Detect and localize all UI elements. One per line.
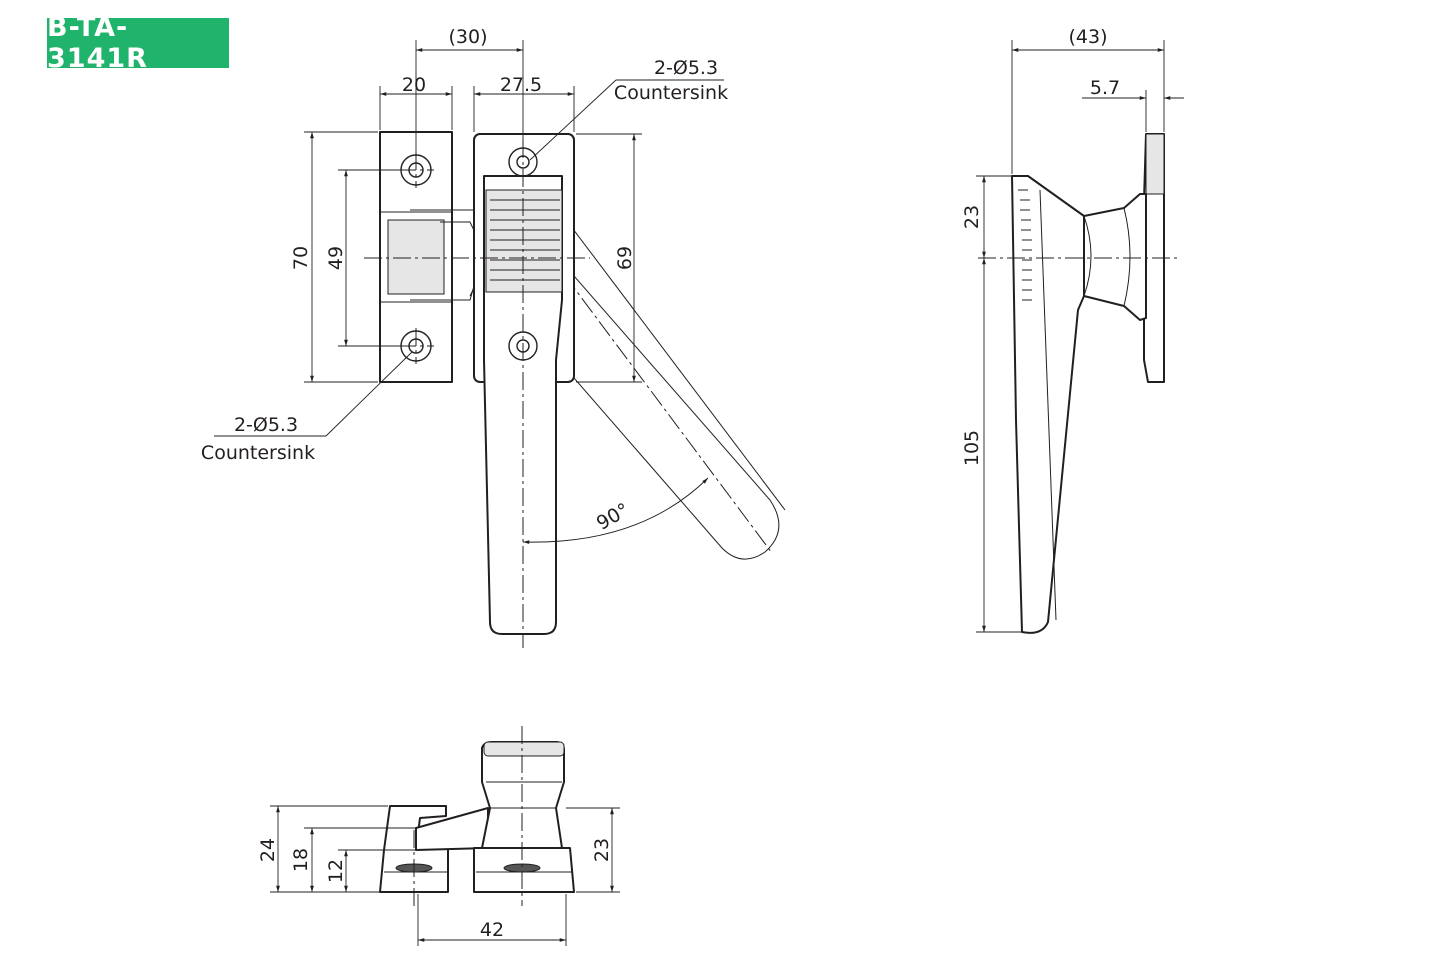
- dim-upper-length: 23: [961, 205, 983, 229]
- side-view: (43) 5.7 23 105: [961, 26, 1184, 634]
- dim-height-mid: 18: [290, 848, 312, 872]
- callout-upper-note: Countersink: [614, 82, 728, 104]
- callout-lower-note: Countersink: [201, 442, 315, 464]
- dim-base-height: 70: [290, 246, 312, 270]
- dim-handle-base-height: 69: [614, 246, 636, 270]
- bottom-view: 24 18 12 23 42: [257, 726, 620, 946]
- dim-hole-pitch: 49: [325, 246, 347, 270]
- dim-handle-length: 105: [961, 430, 983, 466]
- dim-overall-depth: (43): [1068, 26, 1107, 48]
- dim-base-width: 20: [402, 74, 426, 96]
- dim-base-thickness: 5.7: [1090, 77, 1120, 99]
- dim-height-low: 12: [325, 859, 347, 883]
- product-code-badge: B-TA-3141R: [47, 12, 229, 74]
- dim-overall-width: (30): [448, 26, 487, 48]
- callout-lower-holes: 2-Ø5.3: [234, 414, 298, 436]
- dim-hole-distance: 42: [480, 919, 504, 941]
- dim-rotation-angle: 90°: [593, 499, 633, 535]
- callout-upper-holes: 2-Ø5.3: [654, 57, 718, 79]
- dim-handle-base-width: 27.5: [500, 74, 542, 96]
- dim-height-total: 24: [257, 838, 279, 862]
- front-view: (30) 20 27.5 70 49 69 90° 2-Ø5.3 Cou: [201, 26, 786, 648]
- dim-bottom-handle-base-height: 23: [591, 838, 613, 862]
